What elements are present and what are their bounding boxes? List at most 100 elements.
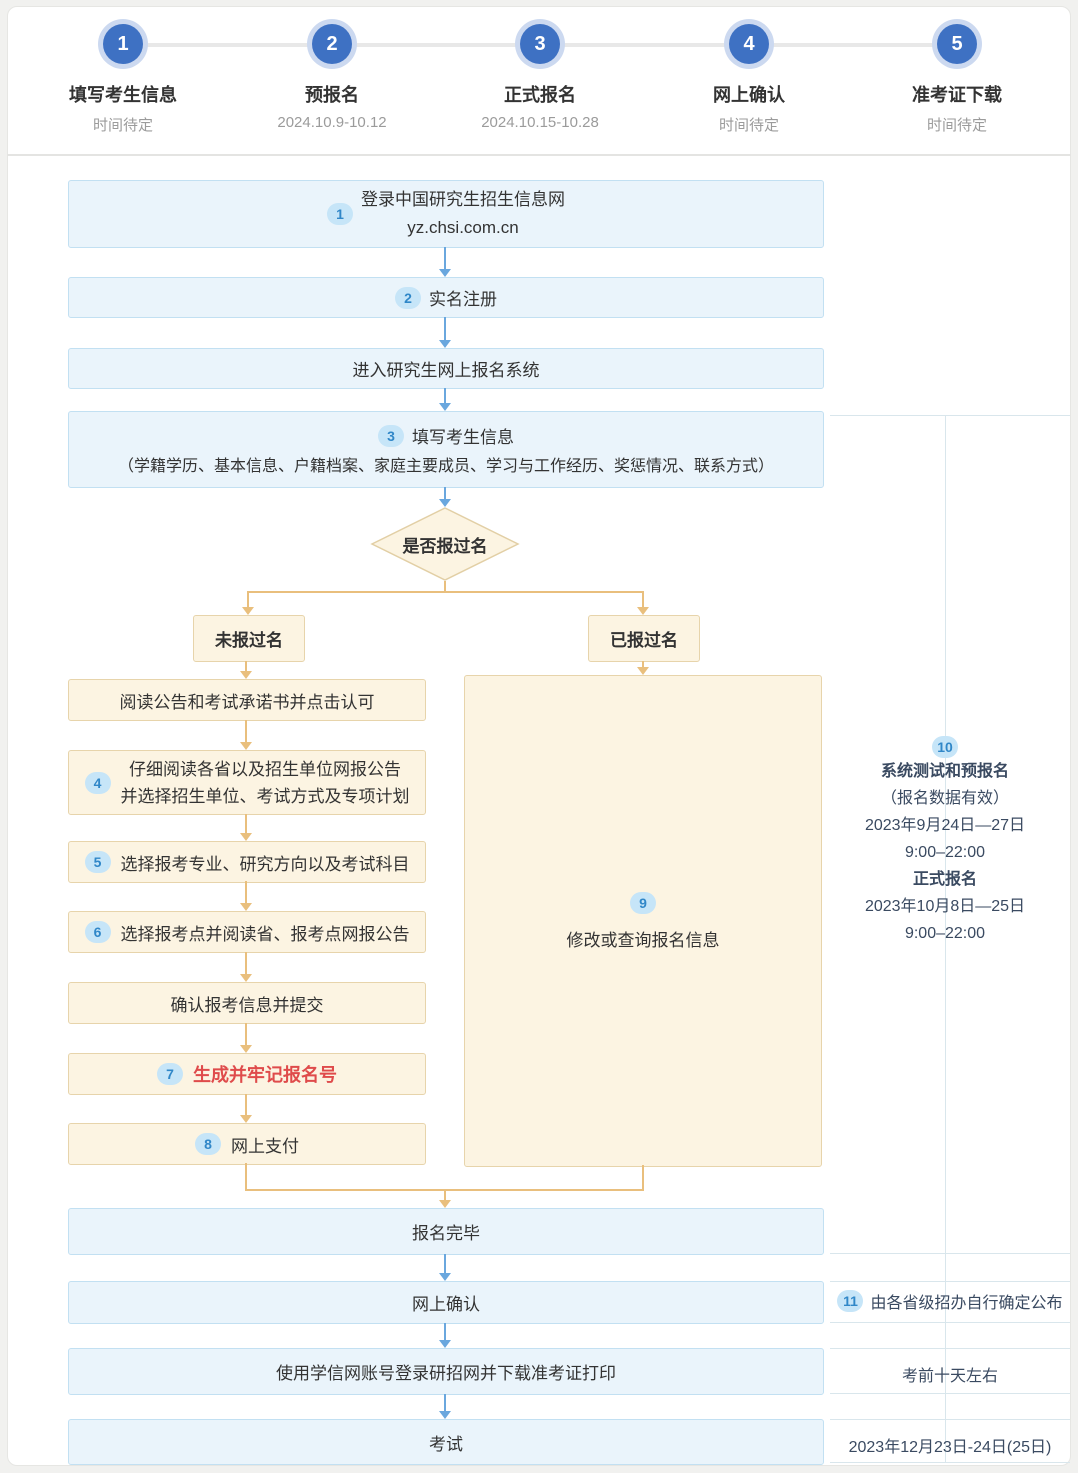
annotation-line: 9:00–22:00 bbox=[904, 844, 986, 861]
remember-id-label: 生成并牢记报名号 bbox=[193, 1065, 337, 1085]
fill-info-detail: （学籍学历、基本信息、户籍档案、家庭主要成员、学习与工作经历、奖惩情况、联系方式… bbox=[117, 458, 774, 475]
flow-box-register: 2 实名注册 bbox=[68, 277, 824, 318]
annotation-line: 2023年9月24日—27日 bbox=[864, 817, 1026, 834]
confirm-submit-label: 确认报考信息并提交 bbox=[170, 995, 324, 1015]
step-4-title: 网上确认 bbox=[713, 85, 785, 105]
branch-label-registered: 已报过名 bbox=[588, 615, 700, 662]
ten-days-label: 考前十天左右 bbox=[901, 1368, 998, 1385]
flow-box-online-confirm: 网上确认 bbox=[68, 1281, 824, 1324]
badge-9: 9 bbox=[630, 891, 656, 914]
flow-box-remember-id: 7 生成并牢记报名号 bbox=[68, 1053, 426, 1095]
arrow-down-icon bbox=[439, 317, 451, 348]
right-guide-hline bbox=[830, 1322, 1070, 1323]
annotation-province-confirm: 11 由各省级招办自行确定公布 bbox=[828, 1289, 1072, 1313]
step-2-title: 预报名 bbox=[305, 85, 359, 105]
flow-box-read-notice: 阅读公告和考试承诺书并点击认可 bbox=[68, 679, 426, 721]
arrow-down-icon bbox=[439, 1323, 451, 1348]
badge-4: 4 bbox=[84, 771, 111, 794]
enter-system-label: 进入研究生网上报名系统 bbox=[352, 361, 540, 380]
badge-5: 5 bbox=[84, 851, 111, 873]
timeline-separator bbox=[7, 154, 1071, 156]
flow-box-fill-info: 3 填写考生信息 （学籍学历、基本信息、户籍档案、家庭主要成员、学习与工作经历、… bbox=[68, 411, 824, 488]
fill-info-title: 填写考生信息 bbox=[412, 428, 514, 447]
badge-6: 6 bbox=[84, 921, 111, 943]
branch-label-not-registered: 未报过名 bbox=[193, 615, 305, 662]
flow-box-exam: 考试 bbox=[68, 1419, 824, 1465]
step-5-title: 准考证下载 bbox=[912, 85, 1002, 105]
decision-diamond: 是否报过名 bbox=[370, 507, 520, 581]
read-province-line2: 并选择招生单位、考试方式及专项计划 bbox=[120, 786, 410, 806]
download-print-label: 使用学信网账号登录研招网并下载准考证打印 bbox=[276, 1364, 616, 1383]
arrow-down-icon bbox=[240, 814, 252, 841]
annotation-ten-days: 考前十天左右 bbox=[830, 1362, 1070, 1386]
flow-box-enter-system: 进入研究生网上报名系统 bbox=[68, 348, 824, 389]
badge-11: 11 bbox=[837, 1290, 864, 1312]
timeline-step-4: 4 网上确认 时间待定 bbox=[664, 24, 834, 135]
arrow-down-icon bbox=[439, 1254, 451, 1281]
connector-line bbox=[247, 591, 644, 593]
connector-line bbox=[245, 1163, 247, 1191]
annotation-line: 9:00–22:00 bbox=[904, 925, 986, 942]
badge-8: 8 bbox=[195, 1133, 221, 1155]
timeline-step-2: 2 预报名 2024.10.9-10.12 bbox=[247, 24, 417, 131]
modify-query-label: 修改或查询报名信息 bbox=[566, 930, 720, 950]
pay-online-label: 网上支付 bbox=[231, 1136, 299, 1156]
arrow-down-icon bbox=[439, 487, 451, 507]
flow-box-confirm-submit: 确认报考信息并提交 bbox=[68, 982, 426, 1024]
badge-3: 3 bbox=[378, 424, 404, 447]
online-confirm-label: 网上确认 bbox=[412, 1295, 480, 1314]
annotation-line: （报名数据有效） bbox=[880, 790, 1009, 807]
step-3-title: 正式报名 bbox=[504, 85, 576, 105]
arrow-down-icon bbox=[240, 881, 252, 911]
flow-box-modify-query: 9 修改或查询报名信息 bbox=[464, 675, 822, 1167]
arrow-down-icon bbox=[439, 1191, 451, 1208]
choose-site-label: 选择报考点并阅读省、报考点网报公告 bbox=[120, 924, 410, 944]
flow-box-read-province: 4 仔细阅读各省以及招生单位网报公告 并选择招生单位、考试方式及专项计划 bbox=[68, 750, 426, 815]
annotation-exam-date: 2023年12月23日-24日(25日) bbox=[830, 1433, 1070, 1457]
arrow-down-icon bbox=[240, 661, 252, 679]
step-5-date: 时间待定 bbox=[926, 117, 987, 134]
right-guide-hline bbox=[830, 1281, 1070, 1282]
annotation-line: 正式报名 bbox=[912, 871, 977, 888]
step-1-date: 时间待定 bbox=[92, 117, 153, 134]
connector-line bbox=[245, 1189, 644, 1191]
province-confirm-label: 由各省级招办自行确定公布 bbox=[870, 1295, 1063, 1312]
right-guide-hline bbox=[830, 1393, 1070, 1394]
finish-label: 报名完毕 bbox=[412, 1224, 480, 1243]
step-5-circle-icon: 5 bbox=[937, 24, 977, 64]
arrow-down-icon bbox=[439, 1394, 451, 1419]
step-4-circle-icon: 4 bbox=[729, 24, 769, 64]
badge-10: 10 bbox=[932, 736, 958, 758]
step-1-title: 填写考生信息 bbox=[69, 85, 177, 105]
arrow-down-icon bbox=[240, 1023, 252, 1053]
exam-date-label: 2023年12月23日-24日(25日) bbox=[848, 1439, 1052, 1456]
decision-label: 是否报过名 bbox=[402, 536, 488, 556]
right-guide-hline bbox=[830, 1419, 1070, 1420]
diamond-shape-icon bbox=[370, 507, 520, 581]
login-site-url: yz.chsi.com.cn bbox=[407, 218, 519, 237]
arrow-down-icon bbox=[439, 388, 451, 411]
timeline-step-1: 1 填写考生信息 时间待定 bbox=[38, 24, 208, 135]
arrow-down-icon bbox=[637, 661, 649, 675]
read-notice-label: 阅读公告和考试承诺书并点击认可 bbox=[119, 692, 375, 712]
flow-box-download-print: 使用学信网账号登录研招网并下载准考证打印 bbox=[68, 1348, 824, 1395]
flow-box-pay-online: 8 网上支付 bbox=[68, 1123, 426, 1165]
flow-box-login: 1 登录中国研究生招生信息网 yz.chsi.com.cn bbox=[68, 180, 824, 248]
arrow-down-icon bbox=[637, 592, 649, 615]
arrow-down-icon bbox=[240, 952, 252, 982]
right-guide-vline bbox=[945, 415, 946, 1462]
right-guide-hline bbox=[830, 1253, 1070, 1254]
right-guide-hline bbox=[830, 1462, 1070, 1463]
annotation-line: 系统测试和预报名 bbox=[880, 763, 1009, 780]
read-province-line1: 仔细阅读各省以及招生单位网报公告 bbox=[129, 759, 401, 779]
arrow-down-icon bbox=[439, 247, 451, 277]
right-guide-hline bbox=[830, 415, 1070, 416]
step-1-circle-icon: 1 bbox=[103, 24, 143, 64]
exam-label: 考试 bbox=[429, 1434, 463, 1454]
badge-7: 7 bbox=[157, 1063, 183, 1085]
step-2-date: 2024.10.9-10.12 bbox=[277, 114, 387, 131]
timeline-step-5: 5 准考证下载 时间待定 bbox=[872, 24, 1042, 135]
step-2-circle-icon: 2 bbox=[312, 24, 352, 64]
step-3-circle-icon: 3 bbox=[520, 24, 560, 64]
